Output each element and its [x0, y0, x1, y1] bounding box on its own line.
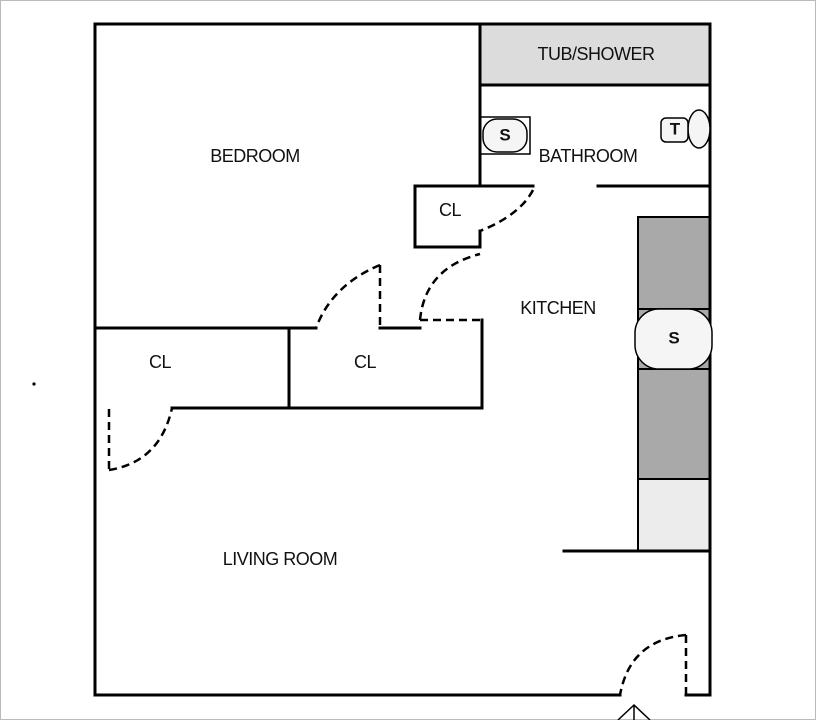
label-closet-mid: CL: [354, 352, 376, 372]
walls: [93, 22, 712, 697]
label-bathroom: BATHROOM: [539, 146, 638, 166]
stray-dot: [32, 382, 36, 386]
label-bedroom: BEDROOM: [210, 146, 300, 166]
label-closet-bath: CL: [439, 200, 461, 220]
doors: [107, 189, 688, 696]
label-tub-shower: TUB/SHOWER: [537, 44, 655, 64]
toilet-label: T: [670, 119, 681, 138]
label-closet-left: CL: [149, 352, 171, 372]
kitchen-sink-label: S: [668, 328, 679, 347]
kitchen-appliance: [637, 478, 711, 552]
entry-arrow-icon: [617, 703, 651, 720]
toilet: T: [660, 109, 711, 149]
label-kitchen: KITCHEN: [520, 298, 596, 318]
label-living-room: LIVING ROOM: [223, 549, 338, 569]
bath-sink: S: [479, 116, 531, 155]
kitchen-sink: S: [634, 308, 713, 370]
bath-sink-label: S: [499, 125, 510, 144]
